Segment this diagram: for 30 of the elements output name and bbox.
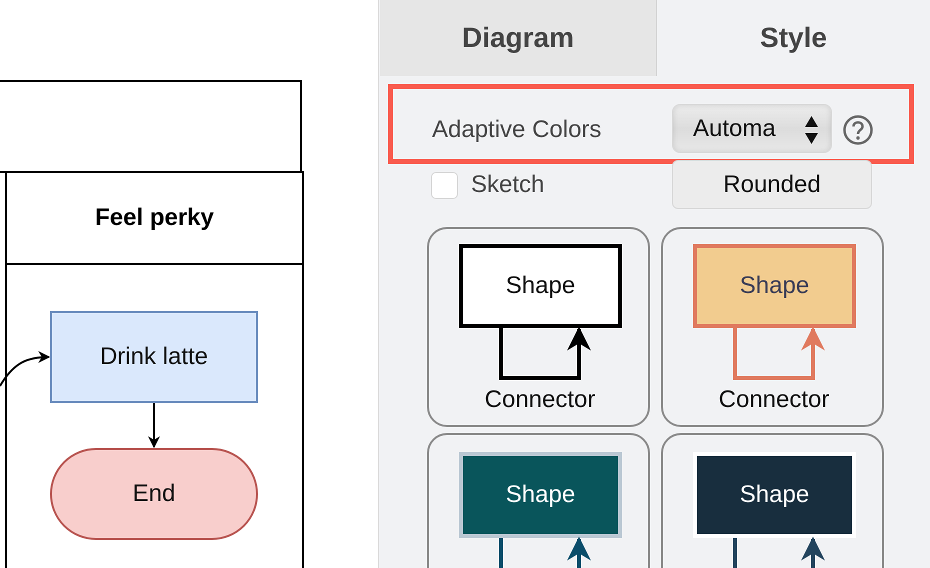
node-label: End xyxy=(132,480,176,508)
checkbox-label: Sketch xyxy=(471,171,544,199)
style-preview-card xyxy=(427,227,650,427)
tab: Diagram xyxy=(380,0,657,76)
process-box xyxy=(693,244,856,328)
arrow xyxy=(733,326,825,380)
setting-label: Adaptive Colors xyxy=(432,116,602,144)
toggle-button: Rounded xyxy=(672,160,872,209)
edge-label: Connector xyxy=(718,386,830,414)
arrow xyxy=(0,351,50,387)
process-box xyxy=(693,452,856,538)
select-dropdown: Automa xyxy=(672,104,832,153)
edge-label: Connector xyxy=(484,386,596,414)
arrow xyxy=(567,536,591,568)
process-box xyxy=(50,311,258,403)
node-label: Shape xyxy=(740,272,810,300)
arrow xyxy=(801,536,825,568)
node-label: Shape xyxy=(506,272,576,300)
arrow xyxy=(148,403,160,448)
node-label: Drink latte xyxy=(100,343,208,371)
lane-title: Feel perky xyxy=(95,204,214,232)
style-preview-card xyxy=(661,227,884,427)
process-box xyxy=(459,244,622,328)
swimlane xyxy=(5,171,304,568)
node-label: Shape xyxy=(740,481,810,509)
connector-line xyxy=(733,538,737,568)
node-label: Shape xyxy=(506,481,576,509)
arrow xyxy=(499,326,591,380)
process-box xyxy=(459,452,622,538)
connector-line xyxy=(499,538,503,568)
